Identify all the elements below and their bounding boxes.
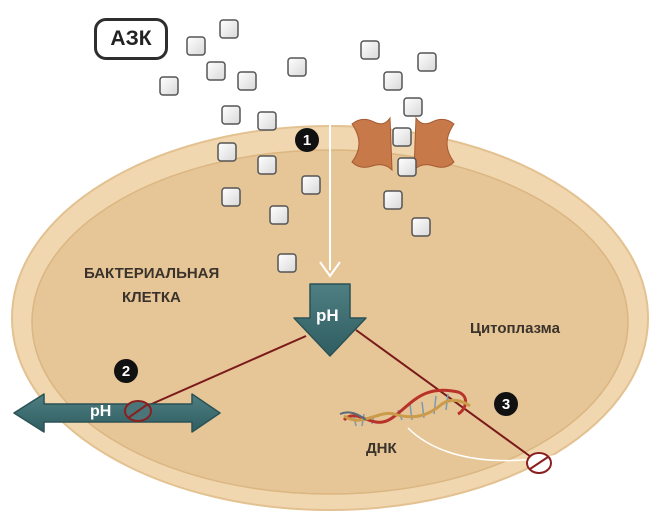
azk-molecule-icon bbox=[417, 52, 437, 72]
azk-molecule-icon bbox=[257, 155, 277, 175]
azk-molecule-icon bbox=[269, 205, 289, 225]
step-marker-1: 1 bbox=[295, 128, 319, 152]
entry-arrow-head bbox=[319, 261, 341, 278]
azk-molecule-icon bbox=[237, 71, 257, 91]
azk-molecules bbox=[159, 19, 437, 273]
azk-molecule-icon bbox=[257, 111, 277, 131]
dna-helix-icon bbox=[339, 388, 471, 427]
ph-center-label: pH bbox=[316, 306, 339, 325]
azk-molecule-icon bbox=[221, 105, 241, 125]
azk-molecule-icon bbox=[301, 175, 321, 195]
azk-molecule-icon bbox=[186, 36, 206, 56]
azk-label-box: АЗК bbox=[94, 18, 168, 60]
azk-molecule-icon bbox=[403, 97, 423, 117]
cell-label-line2: КЛЕТКА bbox=[122, 289, 181, 306]
ph-decrease-arrow bbox=[293, 283, 367, 357]
step-marker-2: 2 bbox=[114, 359, 138, 383]
ph-left-label: pH bbox=[90, 403, 112, 420]
azk-molecule-icon bbox=[411, 217, 431, 237]
azk-molecule-icon bbox=[383, 190, 403, 210]
inhibition-icon bbox=[124, 400, 152, 422]
step-marker-3: 3 bbox=[494, 392, 518, 416]
azk-molecule-icon bbox=[277, 253, 297, 273]
azk-molecule-icon bbox=[219, 19, 239, 39]
ph-gradient-double-arrow bbox=[13, 393, 221, 433]
azk-molecule-icon bbox=[360, 40, 380, 60]
dna-label: ДНК bbox=[366, 440, 397, 457]
azk-molecule-icon bbox=[287, 57, 307, 77]
azk-molecule-icon bbox=[397, 157, 417, 177]
azk-molecule-icon bbox=[392, 127, 412, 147]
cell-label-line1: БАКТЕРИАЛЬНАЯ bbox=[84, 265, 220, 282]
azk-molecule-icon bbox=[206, 61, 226, 81]
azk-molecule-icon bbox=[217, 142, 237, 162]
azk-molecule-icon bbox=[159, 76, 179, 96]
azk-label: АЗК bbox=[110, 27, 152, 50]
inhibit-line-left bbox=[137, 335, 307, 411]
azk-molecule-icon bbox=[383, 71, 403, 91]
inhibition-icon bbox=[526, 452, 552, 474]
cytoplasm-label: Цитоплазма bbox=[470, 320, 560, 337]
dna-export-arrow-head bbox=[607, 431, 624, 447]
dna-export-arrow bbox=[407, 427, 621, 462]
porin-channel-icon bbox=[351, 116, 455, 172]
azk-molecule-icon bbox=[221, 187, 241, 207]
